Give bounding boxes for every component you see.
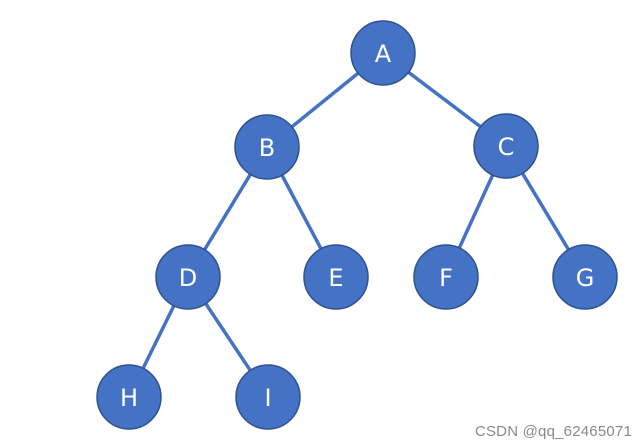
edges-layer xyxy=(127,51,587,399)
tree-node-b: B xyxy=(234,114,300,180)
nodes-layer: A B C D E F G H I xyxy=(96,20,618,430)
tree-node-a: A xyxy=(350,20,416,86)
node-label-i: I xyxy=(264,384,271,412)
tree-node-f: F xyxy=(413,244,479,310)
node-circle-f xyxy=(413,244,479,310)
node-circle-c xyxy=(473,113,539,179)
tree-node-c: C xyxy=(473,113,539,179)
node-circle-a xyxy=(350,20,416,86)
node-label-f: F xyxy=(439,264,453,292)
node-circle-g xyxy=(552,244,618,310)
node-circle-b xyxy=(234,114,300,180)
tree-node-d: D xyxy=(155,244,221,310)
node-circle-e xyxy=(303,244,369,310)
tree-node-h: H xyxy=(96,364,162,430)
tree-node-g: G xyxy=(552,244,618,310)
tree-node-i: I xyxy=(235,364,301,430)
node-circle-d xyxy=(155,244,221,310)
watermark-text: CSDN @qq_62465071 xyxy=(474,423,632,440)
node-circle-i xyxy=(235,364,301,430)
node-label-e: E xyxy=(328,264,343,292)
node-label-g: G xyxy=(576,264,595,292)
node-label-d: D xyxy=(179,264,197,292)
node-label-b: B xyxy=(259,134,275,162)
node-label-c: C xyxy=(498,133,515,161)
tree-node-e: E xyxy=(303,244,369,310)
node-circle-h xyxy=(96,364,162,430)
node-label-h: H xyxy=(120,384,138,412)
node-label-a: A xyxy=(375,40,392,68)
